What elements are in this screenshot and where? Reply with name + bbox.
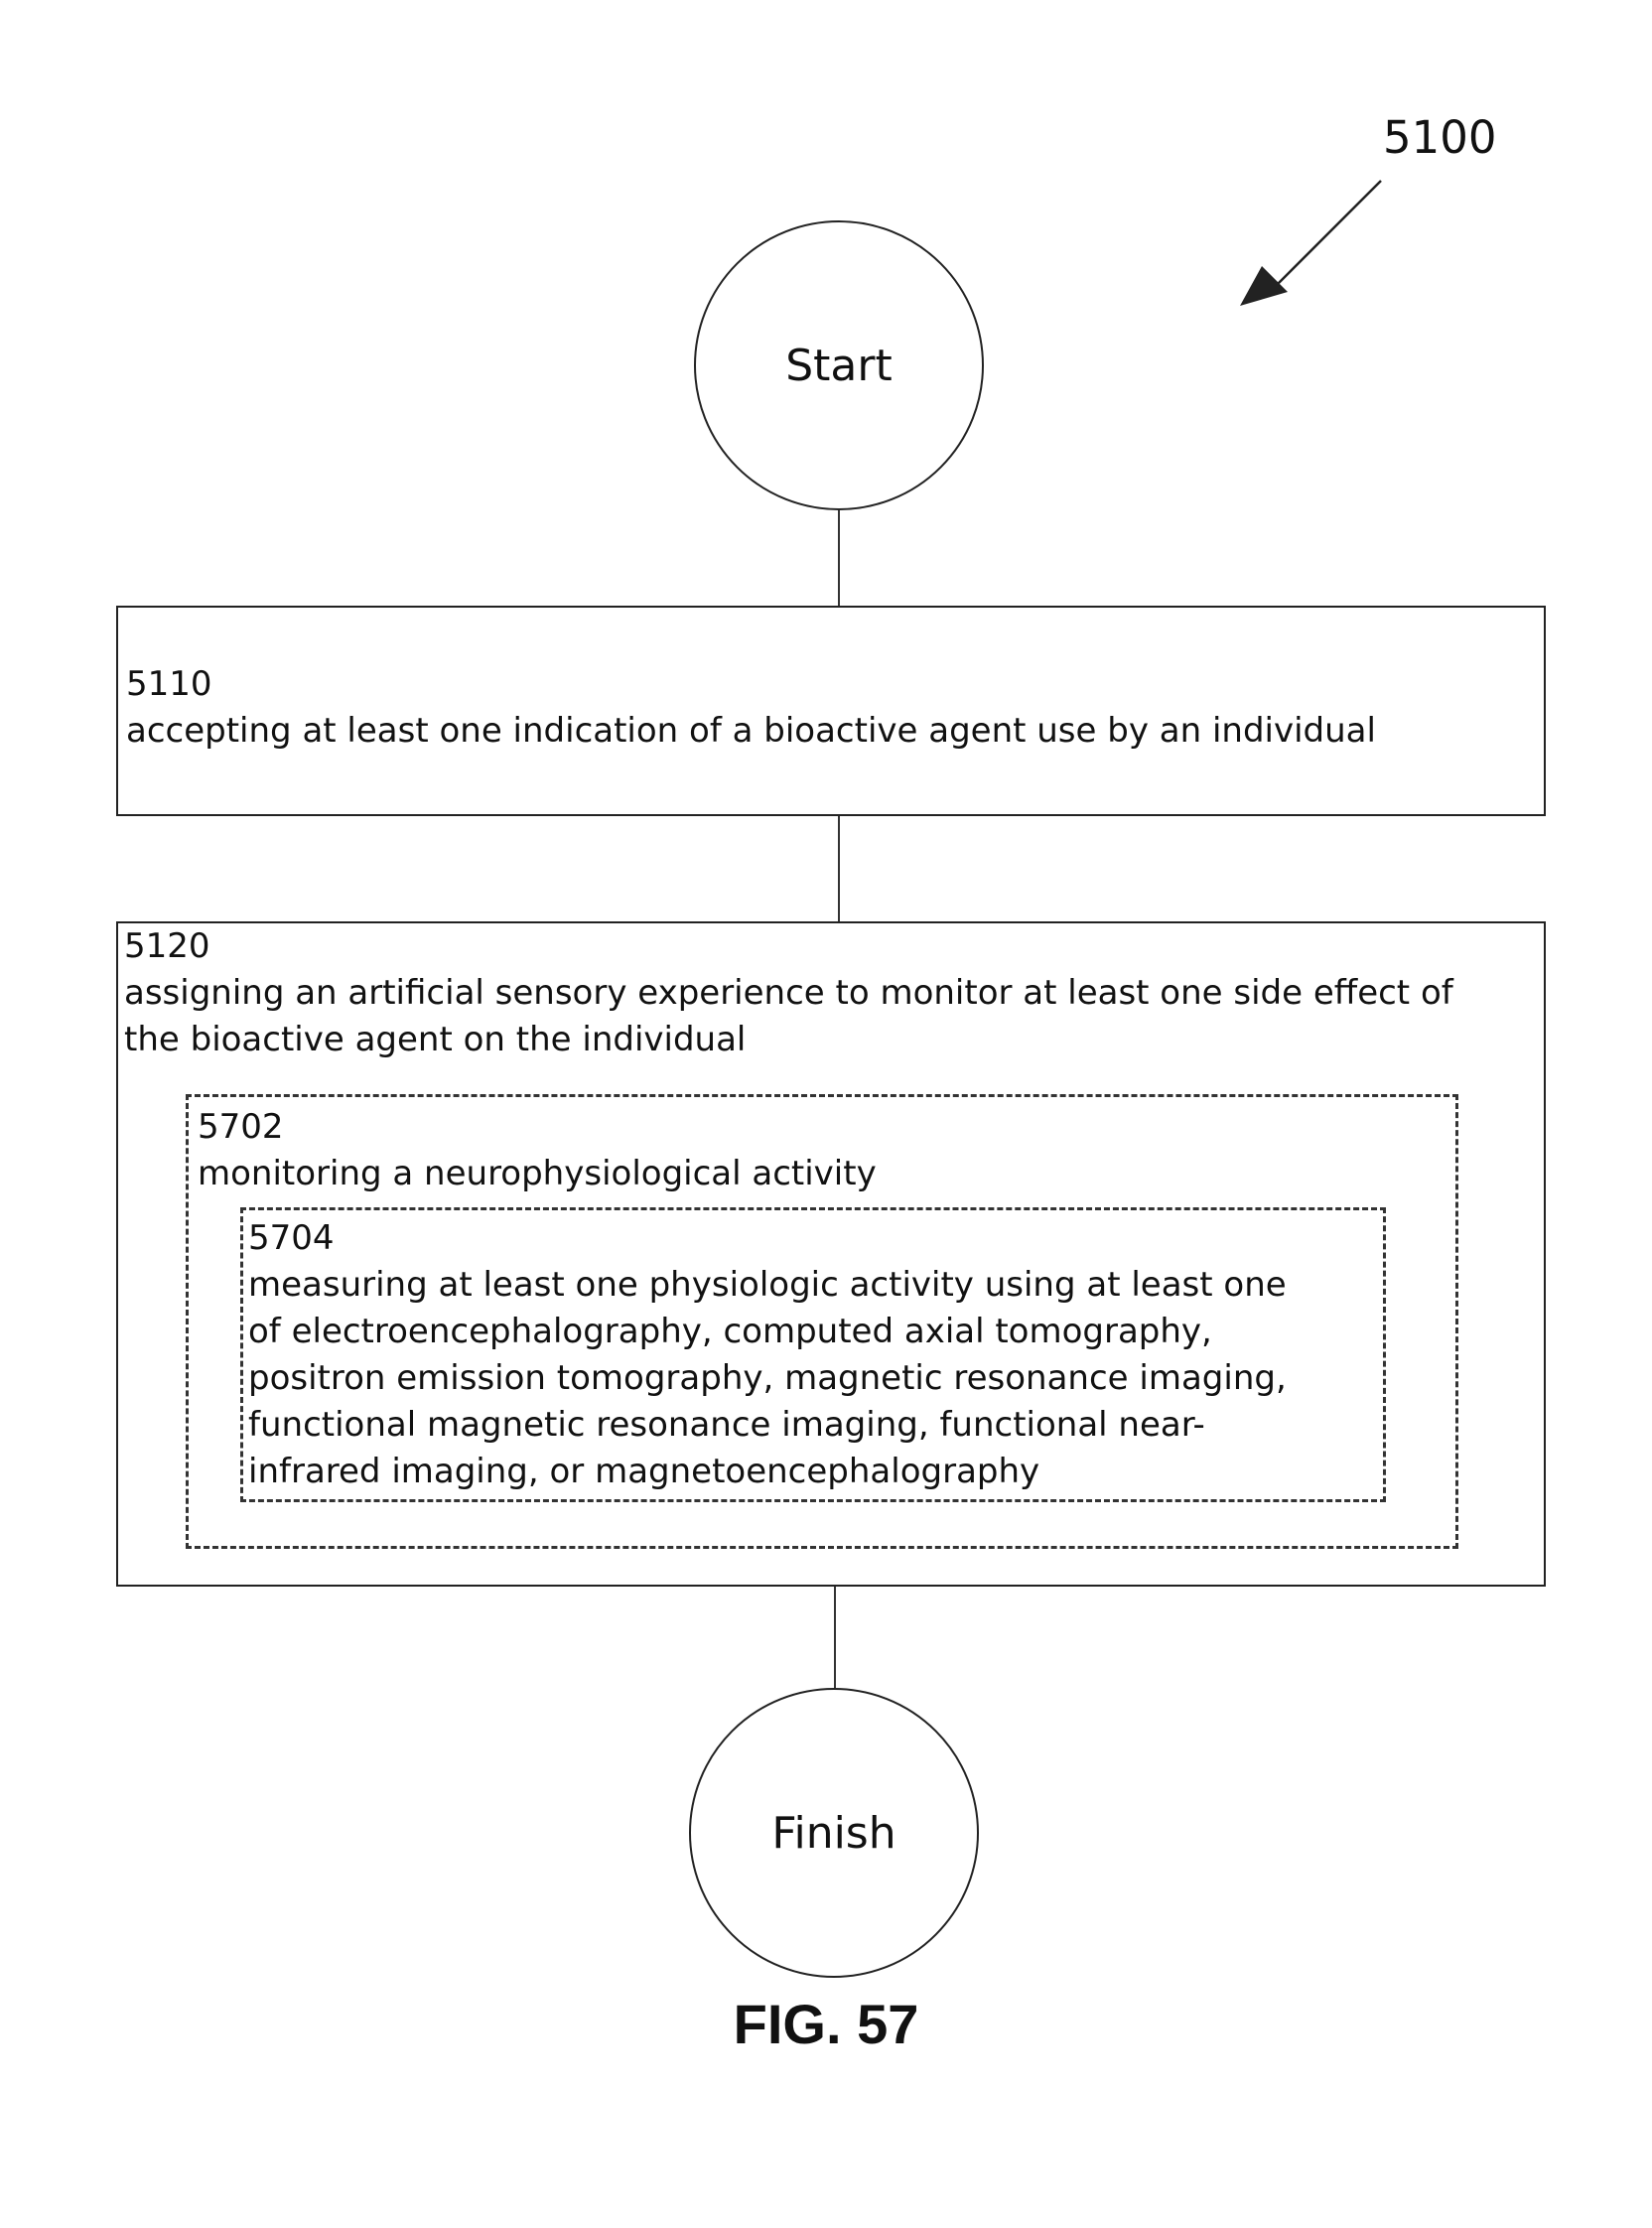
connector-5120-to-finish <box>834 1587 836 1688</box>
substep-5702-number: 5702 <box>198 1104 877 1151</box>
substep-5704-line: measuring at least one physiologic activ… <box>248 1262 1287 1309</box>
step-5110-line: accepting at least one indication of a b… <box>126 708 1376 755</box>
start-node-label: Start <box>785 341 893 391</box>
substep-5704-line: functional magnetic resonance imaging, f… <box>248 1402 1287 1449</box>
substep-5702-line: monitoring a neurophysiological activity <box>198 1151 877 1197</box>
figure-reference-number: 5100 <box>1383 115 1497 160</box>
step-5110-text: 5110 accepting at least one indication o… <box>126 661 1376 755</box>
start-node: Start <box>694 220 984 510</box>
substep-5704-number: 5704 <box>248 1215 1287 1262</box>
step-5120-number: 5120 <box>124 923 1453 970</box>
step-5120-line: assigning an artificial sensory experien… <box>124 970 1453 1017</box>
figure-caption: FIG. 57 <box>0 1992 1652 2056</box>
substep-5704-line: infrared imaging, or magnetoencephalogra… <box>248 1449 1287 1495</box>
substep-5704-line: of electroencephalography, computed axia… <box>248 1309 1287 1355</box>
step-5120-line: the bioactive agent on the individual <box>124 1017 1453 1063</box>
step-5110-number: 5110 <box>126 661 1376 708</box>
step-5120-text: 5120 assigning an artificial sensory exp… <box>124 923 1453 1063</box>
finish-node: Finish <box>689 1688 979 1978</box>
substep-5704-text: 5704 measuring at least one physiologic … <box>248 1215 1287 1495</box>
reference-arrow-icon <box>1236 177 1395 316</box>
connector-start-to-5110 <box>838 510 840 606</box>
finish-node-label: Finish <box>771 1808 895 1859</box>
substep-5702-text: 5702 monitoring a neurophysiological act… <box>198 1104 877 1197</box>
substep-5704-line: positron emission tomography, magnetic r… <box>248 1355 1287 1402</box>
connector-5110-to-5120 <box>838 816 840 921</box>
